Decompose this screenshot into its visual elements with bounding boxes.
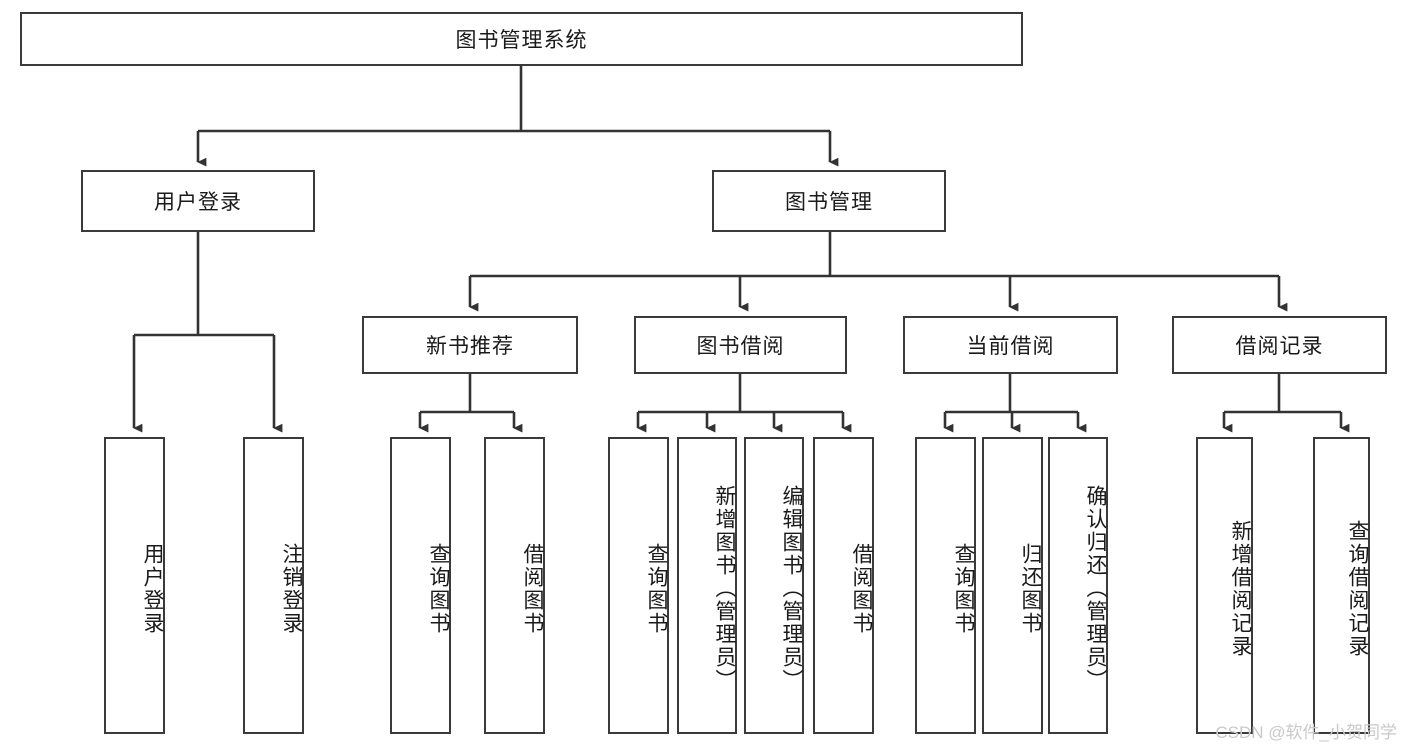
node-label: 归还图书 — [1019, 542, 1042, 635]
node-label: 注销登录 — [280, 542, 303, 635]
node-label: 借阅图书 — [850, 542, 873, 635]
node-label: 查询借阅记录 — [1346, 519, 1369, 658]
leaf-borrow-record-add[interactable]: 新增借阅记录 — [1196, 437, 1253, 734]
node-user-login[interactable]: 用户登录 — [81, 170, 315, 232]
node-label: 借阅记录 — [1235, 335, 1324, 358]
node-label: 图书管理系统 — [455, 29, 588, 52]
node-new-book-recommend[interactable]: 新书推荐 — [362, 316, 578, 374]
node-label: 新增图书（管理员） — [713, 485, 736, 692]
leaf-borrow-record-query[interactable]: 查询借阅记录 — [1313, 437, 1370, 734]
leaf-book-borrow-query[interactable]: 查询图书 — [608, 437, 669, 734]
leaf-book-borrow-add[interactable]: 新增图书（管理员） — [677, 437, 737, 734]
node-book-management[interactable]: 图书管理 — [712, 170, 946, 232]
leaf-new-book-borrow[interactable]: 借阅图书 — [484, 437, 545, 734]
node-label: 图书管理 — [785, 191, 873, 214]
node-label: 查询图书 — [645, 542, 668, 635]
leaf-current-borrow-query[interactable]: 查询图书 — [915, 437, 976, 734]
csdn-watermark: CSDN @软件_小贺同学 — [1215, 723, 1397, 742]
node-label: 新书推荐 — [426, 335, 514, 358]
node-book-borrow[interactable]: 图书借阅 — [634, 316, 847, 374]
leaf-user-login-logout[interactable]: 注销登录 — [243, 437, 304, 734]
node-label: 编辑图书（管理员） — [780, 485, 803, 692]
node-borrow-record[interactable]: 借阅记录 — [1172, 316, 1387, 374]
node-label: 查询图书 — [427, 542, 450, 635]
node-label: 用户登录 — [141, 542, 164, 635]
node-label: 新增借阅记录 — [1229, 519, 1252, 658]
node-label: 当前借阅 — [966, 335, 1055, 358]
leaf-new-book-query[interactable]: 查询图书 — [390, 437, 451, 734]
node-label: 查询图书 — [952, 542, 975, 635]
leaf-current-borrow-confirm-return[interactable]: 确认归还（管理员） — [1048, 437, 1108, 734]
leaf-book-borrow-edit[interactable]: 编辑图书（管理员） — [744, 437, 804, 734]
node-label: 图书借阅 — [696, 335, 785, 358]
leaf-current-borrow-return[interactable]: 归还图书 — [982, 437, 1043, 734]
node-current-borrow[interactable]: 当前借阅 — [903, 316, 1118, 374]
node-root-system[interactable]: 图书管理系统 — [20, 12, 1023, 66]
leaf-user-login-login[interactable]: 用户登录 — [104, 437, 165, 734]
node-label: 用户登录 — [154, 191, 242, 214]
leaf-book-borrow-borrow[interactable]: 借阅图书 — [813, 437, 874, 734]
node-label: 借阅图书 — [521, 542, 544, 635]
node-label: 确认归还（管理员） — [1084, 485, 1107, 692]
